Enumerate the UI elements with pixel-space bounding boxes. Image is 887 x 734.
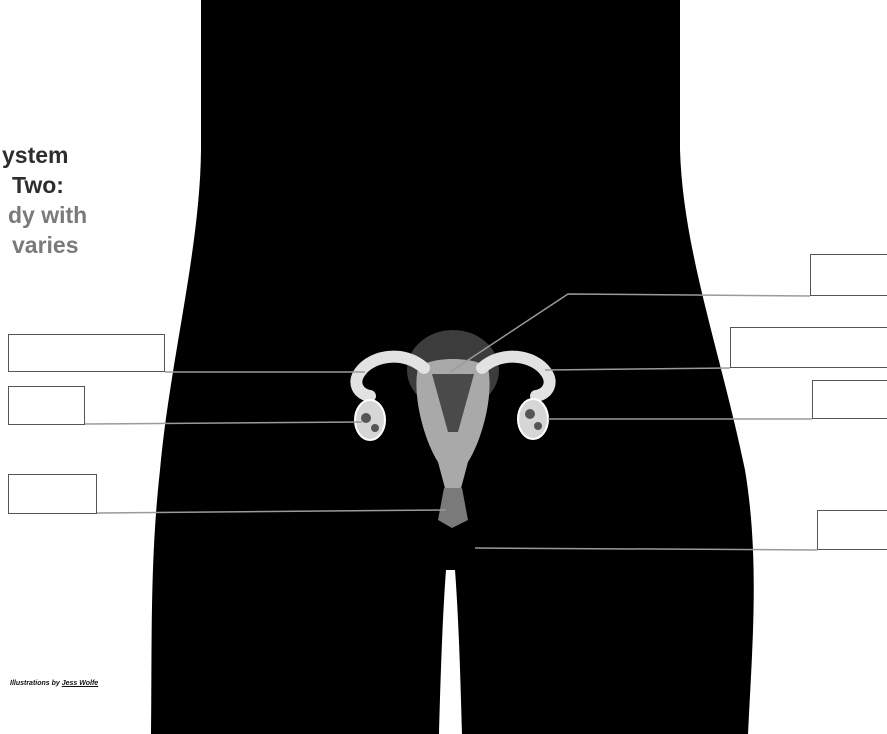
answer-box-left-2[interactable] xyxy=(8,386,85,425)
answer-box-right-1[interactable] xyxy=(810,254,887,296)
credit-author-link[interactable]: Jess Wolfe xyxy=(62,680,98,687)
answer-box-left-1[interactable] xyxy=(8,334,165,372)
answer-box-right-3[interactable] xyxy=(812,380,887,419)
illustration-credit: Illustrations by Jess Wolfe xyxy=(10,680,98,687)
credit-prefix: Illustrations by xyxy=(10,680,60,687)
answer-box-right-4[interactable] xyxy=(817,510,887,550)
answer-box-right-2[interactable] xyxy=(730,327,887,368)
follicle-left xyxy=(361,413,371,423)
ovary-right xyxy=(518,399,548,439)
follicle-right-2 xyxy=(534,422,542,430)
follicle-right xyxy=(525,409,535,419)
answer-box-left-3[interactable] xyxy=(8,474,97,514)
follicle-left-2 xyxy=(371,424,379,432)
